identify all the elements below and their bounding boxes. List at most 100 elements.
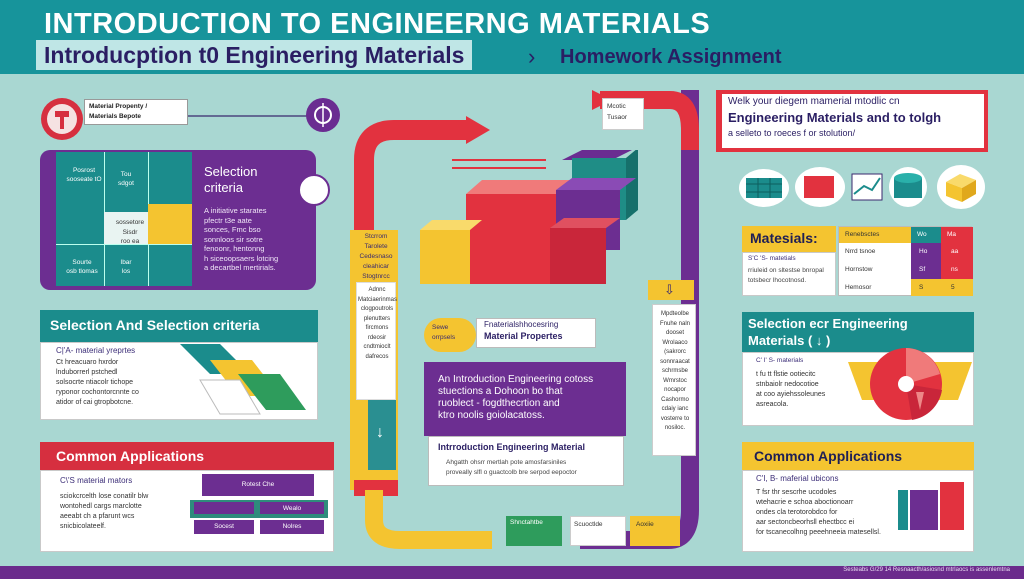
intro-white-line: proveally slfl o guactcolb bre serpod ee… <box>446 469 577 476</box>
app-bar <box>898 490 908 530</box>
materials-card <box>742 252 836 296</box>
criteria-heading: Selection criteria <box>204 164 258 195</box>
chart-icon <box>851 173 883 201</box>
magnifier-icon[interactable] <box>292 172 332 216</box>
selection-right-sub: C' I' S- materials <box>756 357 804 364</box>
table-cell: ns <box>951 266 958 273</box>
materials-table: Renebsctes Wo Ma Nrrd tsnoe Ho aa Hornst… <box>838 226 973 296</box>
red-label-card: Mcotic Tusaor <box>602 98 644 130</box>
common-left-heading: Common Applications <box>56 448 205 464</box>
common-right-heading: Common Applications <box>754 448 903 464</box>
assignment-line: Engineering Materials and to tolgh <box>728 110 942 125</box>
common-left-diagram: Rotest Che Wealo Socest Nolres <box>186 470 332 550</box>
table-cell: 5 <box>951 284 955 291</box>
material-props-line: Fnaterialshhocesring <box>484 320 559 329</box>
common-right-sub: C'I, B- maferial ubicons <box>756 474 839 483</box>
bottom-tile-label: Aoxiie <box>636 521 654 528</box>
bottom-tile[interactable] <box>570 516 626 546</box>
selection-panel-bar <box>40 310 318 342</box>
app-bar <box>940 482 964 530</box>
materials-heading: Matesials: <box>750 230 818 246</box>
white-column-card <box>356 282 396 400</box>
table-header: Ma <box>947 231 957 238</box>
intro-white-title: Intrroduction Engineering Material <box>438 442 586 452</box>
table-cell: Ho <box>919 248 928 255</box>
pill-line: orrpsels <box>432 334 456 341</box>
table-header: Renebsctes <box>845 231 880 238</box>
common-left-bar <box>40 442 334 470</box>
materials-heading-bar <box>742 226 836 252</box>
grid-cell: Sourte osb tlomas <box>66 259 98 275</box>
grid-cell: Sisdr roo ea <box>120 229 140 245</box>
table-cell: S <box>919 284 924 291</box>
assignment-banner-inner <box>722 94 984 148</box>
yellow-arrow-box <box>648 280 694 300</box>
subtitle-strip <box>36 40 472 70</box>
footer-bar <box>0 566 1024 579</box>
table-cell: Hornstow <box>845 266 873 273</box>
materials-icon[interactable] <box>40 97 84 141</box>
grid-cell: Tou sdgot <box>118 171 134 187</box>
connector-line <box>188 115 316 117</box>
selection-right-heading: Materials ( ↓ ) <box>748 333 831 348</box>
bottom-tile[interactable] <box>630 516 680 546</box>
grid-cell: Posrost sooseate tO <box>66 167 102 183</box>
criteria-grid-lines <box>56 152 192 286</box>
page-subtitle[interactable]: Introducption t0 Engineering Materials <box>44 42 465 68</box>
arrow-down-icon: ⇩ <box>664 282 675 297</box>
table-cell: Sf <box>919 266 926 273</box>
right-center-card <box>652 304 696 456</box>
assignment-line: Welk your diegem mamerial mtodlic cn <box>728 96 900 107</box>
table-cell: aa <box>951 248 959 255</box>
bottom-tile[interactable] <box>506 516 562 546</box>
material-props-card <box>476 318 596 348</box>
selection-panel-sub: C|'A- material yreprtes <box>56 346 136 355</box>
material-icons-row <box>738 164 986 212</box>
selection-right-bar <box>742 312 974 352</box>
materials-body-line: rriuleid on sltestse bnropal <box>748 267 824 274</box>
lattice-icon <box>739 169 789 207</box>
selection-panel-heading: Selection And Selection criteria <box>50 317 260 333</box>
page-title: INTRODUCTION TO ENGINEERNG MATERIALS <box>44 8 711 40</box>
selection-right-heading: Selection ecr Engineering <box>748 316 908 331</box>
breadcrumb-homework[interactable]: Homework Assignment <box>560 46 782 68</box>
app-bar <box>910 490 938 530</box>
intro-white-line: Ahgatth ohsrr mertlah pote amosfarsinile… <box>446 459 567 466</box>
materials-sub: S'C 'S- matetials <box>748 255 796 262</box>
teal-arrow <box>368 390 396 470</box>
intro-white-box <box>428 436 624 486</box>
common-left-sub: C\'S material mators <box>60 476 133 485</box>
material-props-title: Material Propertes <box>484 331 563 341</box>
table-header: Wo <box>917 231 927 238</box>
intro-purple-box <box>424 362 626 436</box>
settings-icon[interactable] <box>305 97 341 133</box>
materials-body-line: totsbecr lhocotnosd. <box>748 277 807 284</box>
stacked-panels-graphic <box>180 344 306 415</box>
pill-line: Sewe <box>432 324 449 331</box>
pie-chart-graphic <box>848 348 972 420</box>
cylinder-icon <box>889 167 927 207</box>
arrow-down-icon: ↓ <box>376 424 384 441</box>
table-cell: Hemosor <box>845 284 872 291</box>
material-props-pill[interactable] <box>424 318 476 352</box>
bottom-tile-label: Shnctahtbe <box>510 519 543 526</box>
bottom-tile-label: Scuoctlde <box>574 521 603 528</box>
cube-icon <box>937 165 985 209</box>
footer-text: Sesteabs G/29 14 Resnaacth/asiosnd mtrla… <box>843 567 1010 573</box>
red-block-icon <box>795 167 845 207</box>
material-blocks-graphic <box>420 150 638 284</box>
table-cell: Nrrd tsnoe <box>845 248 876 255</box>
material-property-label: Material Propenty / Materials Bepote <box>84 99 188 125</box>
common-right-bar <box>742 442 974 470</box>
grid-cell: sossetore <box>115 219 145 226</box>
assignment-line: a selleto to roeces f or stolution/ <box>728 128 856 138</box>
grid-cell: Ibar los <box>120 259 132 275</box>
